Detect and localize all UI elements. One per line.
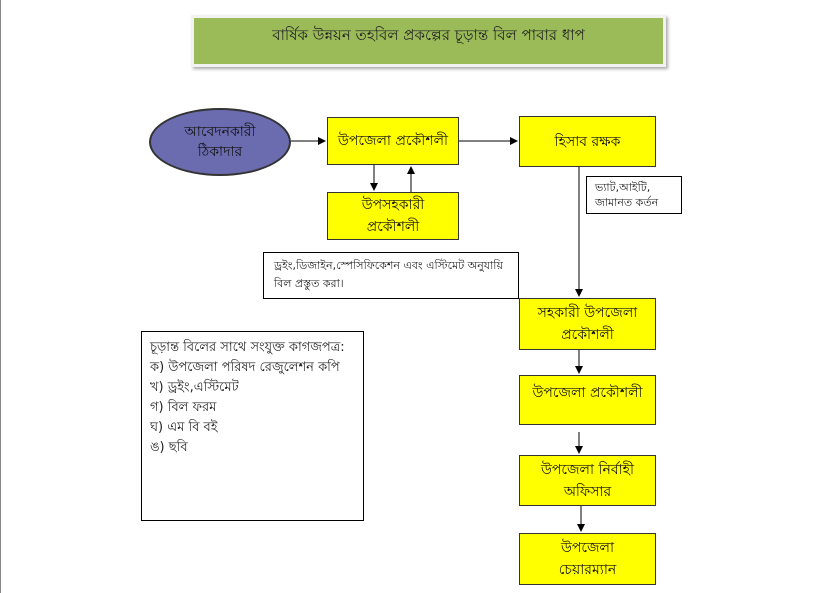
node-upazila-nirbahi-officer: উপজেলা নির্বাহী অফিসার — [519, 455, 656, 506]
document-item: ঙ) ছবি — [150, 440, 188, 455]
diagram-title: বার্ষিক উন্নয়ন তহবিল প্রকল্পের চূড়ান্ত… — [191, 15, 666, 67]
node-upazila-engineer-2: উপজেলা প্রকৌশলী — [519, 375, 656, 425]
node-upazila-chairman: উপজেলা চেয়ারম্যান — [519, 533, 656, 585]
node-applicant: আবেদনকারী ঠিকাদার — [149, 108, 291, 176]
document-item: খ) ড্রইং,এস্টিমেট — [150, 380, 239, 395]
note-vat: ভ্যাট,আইটি, জামানত কর্তন — [586, 176, 682, 214]
node-upazila-engineer: উপজেলা প্রকৌশলী — [327, 117, 459, 165]
node-assistant-upazila-engineer: সহকারী উপজেলা প্রকৌশলী — [519, 298, 656, 350]
document-item: ক) উপজেলা পরিষদ রেজুলেশন কপি — [150, 360, 340, 375]
document-item: ঘ) এম বি বই — [150, 420, 218, 435]
documents-heading: চূড়ান্ত বিলের সাথে সংযুক্ত কাগজপত্র: — [150, 340, 345, 355]
node-accountant: হিসাব রক্ষক — [519, 116, 656, 167]
node-sub-assistant-engineer: উপসহকারী প্রকৌশলী — [327, 192, 459, 240]
documents-list: চূড়ান্ত বিলের সাথে সংযুক্ত কাগজপত্র: ক)… — [141, 331, 364, 521]
note-drawing: ড্রইং,ডিজাইন,স্পেসিফিকেশন এবং এস্টিমেট অ… — [263, 252, 519, 299]
document-item: গ) বিল ফরম — [150, 400, 217, 415]
